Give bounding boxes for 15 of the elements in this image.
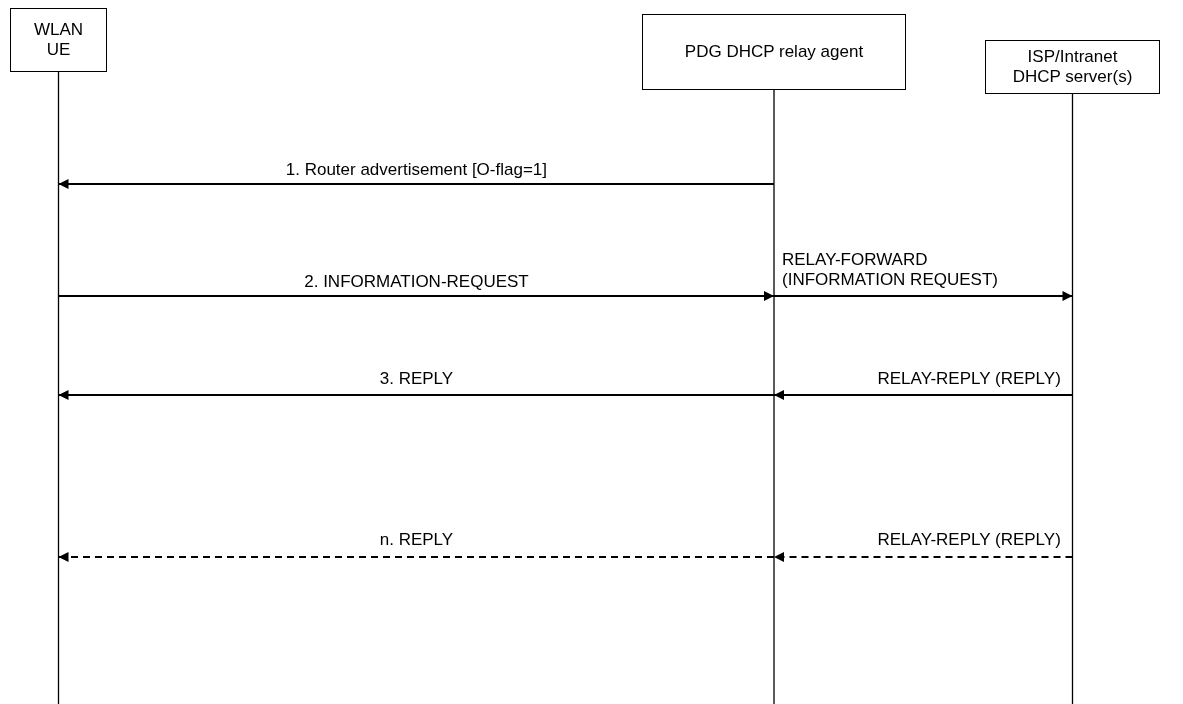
- message-arrow: [57, 552, 775, 562]
- message-label: RELAY-REPLY (REPLY): [877, 369, 1061, 389]
- participant-box: PDG DHCP relay agent: [642, 14, 906, 90]
- message-label: 2. INFORMATION-REQUEST: [304, 272, 529, 292]
- message-arrow: [57, 390, 775, 400]
- message-arrow: [773, 291, 1074, 301]
- message-arrow: [57, 179, 775, 189]
- message-arrow: [773, 552, 1074, 562]
- message-label: 1. Router advertisement [O-flag=1]: [285, 160, 548, 180]
- message-label: RELAY-REPLY (REPLY): [877, 530, 1061, 550]
- message-label: RELAY-FORWARD (INFORMATION REQUEST): [782, 250, 999, 290]
- participant-box: WLAN UE: [10, 8, 107, 72]
- participant-box: ISP/Intranet DHCP server(s): [985, 40, 1160, 94]
- message-arrow: [773, 390, 1074, 400]
- message-arrow: [57, 291, 775, 301]
